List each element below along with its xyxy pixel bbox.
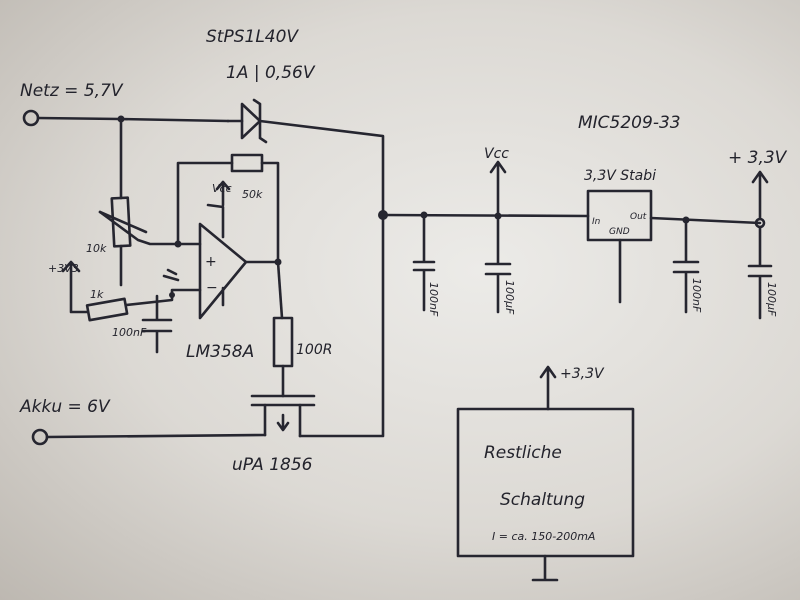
scribble-mark [162, 268, 180, 282]
capacitor-c3-100nf [672, 218, 700, 314]
battery-input-wire [45, 433, 267, 439]
capacitor-c2-100uf [484, 214, 512, 314]
label-reg-out: Out [630, 212, 647, 222]
load-supply-arrow [539, 365, 557, 411]
capacitor-c1-100nf [412, 213, 436, 312]
vcc-arrow [489, 160, 507, 218]
label-load-current: I = ca. 150-200mA [492, 530, 595, 543]
capacitor-c4-100uf [747, 225, 773, 320]
label-reg-title: 3,3V Stabi [584, 168, 656, 184]
label-akku: Akku = 6V [19, 397, 111, 417]
label-netz: Netz = 5,7V [20, 81, 124, 101]
label-r-fb: 50k [242, 188, 263, 201]
label-c1: 100nF [427, 282, 440, 317]
label-out-33: + 3,3V [728, 148, 788, 168]
label-c3: 100nF [690, 278, 703, 313]
label-c2: 100µF [503, 280, 516, 315]
schottky-diode-body [240, 102, 262, 140]
label-opamp-part: LM358A [186, 342, 254, 362]
label-reg-part: MIC5209-33 [578, 113, 681, 133]
label-diode-part: StPS1L40V [206, 27, 299, 47]
opamp-minus-sign: − [206, 280, 218, 296]
label-reg-in: In [592, 217, 601, 227]
label-mosfet-part: uPA 1856 [232, 455, 313, 475]
resistor-50k [230, 153, 264, 173]
opamp-vcc-arrow [215, 180, 231, 191]
label-v33-ref: +3V3 [48, 262, 79, 275]
label-r-gate: 100R [296, 342, 332, 358]
opamp-vcc-pin [206, 180, 225, 239]
label-reg-gnd: GND [609, 227, 630, 237]
label-pot: 10k [86, 242, 107, 255]
resistor-1k-wire [124, 288, 202, 307]
feedback-wire-right [260, 161, 280, 264]
resistor-1k [85, 297, 129, 322]
label-diode-rating: 1A | 0,56V [226, 63, 316, 83]
feedback-wire-left [176, 161, 234, 246]
diode-output-wire [258, 119, 385, 217]
resistor-100r [272, 316, 294, 368]
mains-input-wire [36, 116, 230, 123]
output-arrow [751, 170, 769, 221]
label-vcc-opamp: Vcc [212, 182, 232, 195]
v33-ref-arrow [61, 260, 90, 314]
label-c-ref: 100nF [112, 326, 147, 339]
label-vcc-rail: Vcc [484, 146, 509, 162]
label-load-supply: +3,3V [560, 366, 605, 382]
label-load-line1: Restliche [484, 443, 562, 463]
opamp-plus-sign: + [205, 254, 217, 270]
mosfet-upa1856 [263, 403, 302, 438]
mains-input-terminal [22, 109, 40, 127]
output-rail [649, 216, 762, 225]
junction-ref [169, 292, 175, 298]
battery-input-terminal [31, 428, 49, 446]
label-c4: 100µF [765, 282, 778, 317]
gate-wire-top [276, 260, 284, 320]
mosfet-drain-wire [298, 213, 385, 438]
label-load-line2: Schaltung [500, 490, 585, 510]
load-gnd [531, 554, 559, 582]
capacitor-ref-100nf [141, 294, 173, 354]
pot-wiper-slash [98, 210, 148, 234]
vcc-rail [381, 213, 590, 218]
label-r-1k: 1k [90, 288, 104, 301]
